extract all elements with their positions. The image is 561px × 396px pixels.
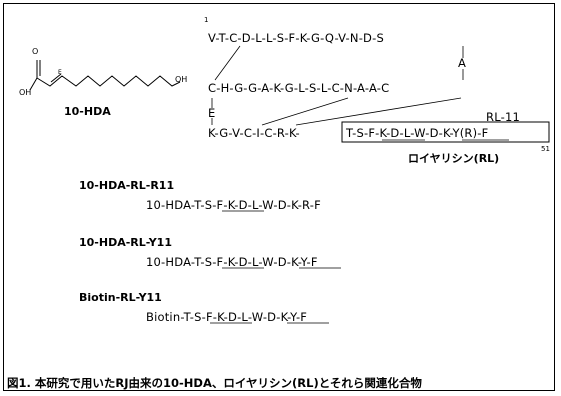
royalisin-label: ロイヤリシン(RL) [408, 152, 500, 165]
rl11-box [341, 121, 550, 143]
compound-name-2: 10-HDA-RL-Y11 [79, 236, 172, 249]
hydroxyl-bond [29, 77, 38, 91]
carbonyl-o-label: O [32, 47, 39, 56]
rl11-label: RL-11 [486, 110, 520, 124]
sequence-a-residue: A [458, 56, 467, 70]
figure-caption: 図1. 本研究で用いたRJ由来の10-HDA、ロイヤリシン(RL)とそれら関連化… [7, 376, 422, 390]
sequence-row-3-prefix: K-G-V-C-I-C-R-K- [208, 126, 300, 140]
sequence-end-number: 51 [541, 145, 550, 153]
hydroxyl-right-label: OH [175, 75, 188, 84]
hydroxyl-left-label: OH [19, 88, 32, 97]
compound-seq-2: 10-HDA-T-S-F-K-D-L-W-D-K-Y-F [146, 255, 318, 269]
compound-seq-3: Biotin-T-S-F-K-D-L-W-D-K-Y-F [146, 310, 308, 324]
double-bond-partner [50, 73, 62, 83]
figure-frame [3, 3, 555, 391]
disulfide-bond-2 [261, 97, 349, 126]
compound-name-1: 10-HDA-RL-R11 [79, 179, 175, 192]
compound-name-10hda: 10-HDA [64, 105, 111, 118]
sequence-row-1: V-T-C-D-L-L-S-F-K-G-Q-V-N-D-S [208, 31, 384, 45]
sequence-row-3-rl11: T-S-F-K-D-L-W-D-K-Y(R)-F [346, 126, 489, 140]
double-bond-e-label: E [58, 69, 62, 76]
compound-name-3: Biotin-RL-Y11 [79, 291, 162, 304]
sequence-start-number: 1 [204, 16, 209, 24]
compound-seq-1: 10-HDA-T-S-F-K-D-L-W-D-K-R-F [146, 198, 321, 212]
disulfide-bond-3 [295, 97, 462, 126]
carbon-chain [36, 75, 181, 87]
disulfide-bond-1 [214, 45, 241, 81]
sequence-row-2: C-H-G-G-A-K-G-L-S-L-C-N-A-A-C [208, 81, 390, 95]
sequence-e-residue: E [208, 106, 216, 120]
